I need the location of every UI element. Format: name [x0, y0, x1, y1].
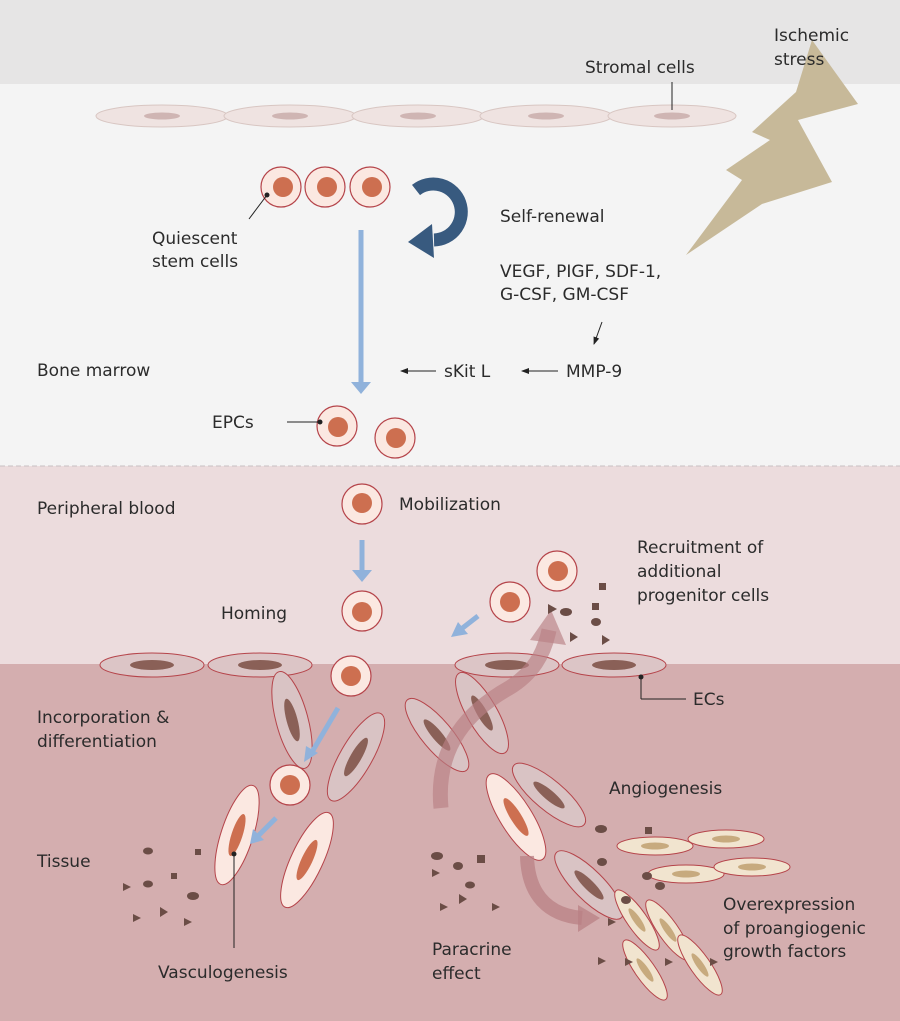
factors-label-2: G-CSF, GM-CSF [500, 285, 629, 305]
incorporation-arrow-1 [309, 706, 341, 754]
recruitment-curve-arrow [432, 628, 557, 809]
tissue-label: Tissue [36, 852, 91, 872]
bone-marrow-label: Bone marrow [37, 361, 150, 381]
vasculogenesis-label: Vasculogenesis [158, 963, 288, 983]
top-band [0, 0, 900, 84]
circulating-cells [341, 483, 578, 632]
new-vessel-cells [614, 829, 791, 1001]
mmp9-label: MMP-9 [566, 362, 622, 382]
paracrine-label-2: effect [432, 964, 481, 984]
incorporation-label: Incorporation & [37, 708, 169, 728]
stromal-cells-label: Stromal cells [585, 58, 695, 78]
factors-label: VEGF, PIGF, SDF-1, [500, 262, 661, 282]
quiescent-stem-cells [260, 166, 391, 208]
paracrine-label: Paracrine [432, 940, 512, 960]
recruitment-arrow [458, 614, 480, 632]
self-renewal-arrow-icon [408, 177, 468, 258]
ecs-label: ECs [693, 690, 725, 710]
overexpression-label: Overexpression [723, 895, 855, 915]
overexpression-label-3: growth factors [723, 942, 846, 962]
quiescent-label: Quiescent [152, 229, 238, 249]
recruitment-label-2: additional [637, 562, 721, 582]
lightning-bolt-icon [686, 40, 858, 255]
ischemic-stress-label-2: stress [774, 50, 824, 70]
homing-label: Homing [221, 604, 287, 624]
overexpression-label-2: of proangiogenic [723, 919, 866, 939]
self-renewal-label: Self-renewal [500, 207, 605, 227]
recruitment-label: Recruitment of [637, 538, 764, 558]
recruitment-label-3: progenitor cells [637, 586, 769, 606]
left-vessel-cells [214, 671, 386, 909]
angiogenesis-label: Angiogenesis [609, 779, 722, 799]
quiescent-label-2: stem cells [152, 252, 238, 272]
mobilization-label: Mobilization [399, 495, 501, 515]
ischemic-stress-label: Ischemic [774, 26, 849, 46]
quiescent-pointer [248, 194, 268, 220]
skit-label: sKit L [444, 362, 491, 382]
epc-cells [316, 405, 416, 459]
epcs-label: EPCs [212, 413, 254, 433]
incorporation-arrow-2 [256, 816, 278, 838]
factors-to-mmp-arrow [593, 321, 603, 345]
paracrine-curve-arrow [520, 855, 583, 925]
peripheral-blood-label: Peripheral blood [37, 499, 175, 519]
stromal-cells [95, 104, 737, 128]
peripheral-blood-region [0, 466, 900, 664]
incorporation-label-2: differentiation [37, 732, 157, 752]
bone-marrow-region [0, 84, 900, 466]
growth-factor-particles [123, 583, 718, 966]
